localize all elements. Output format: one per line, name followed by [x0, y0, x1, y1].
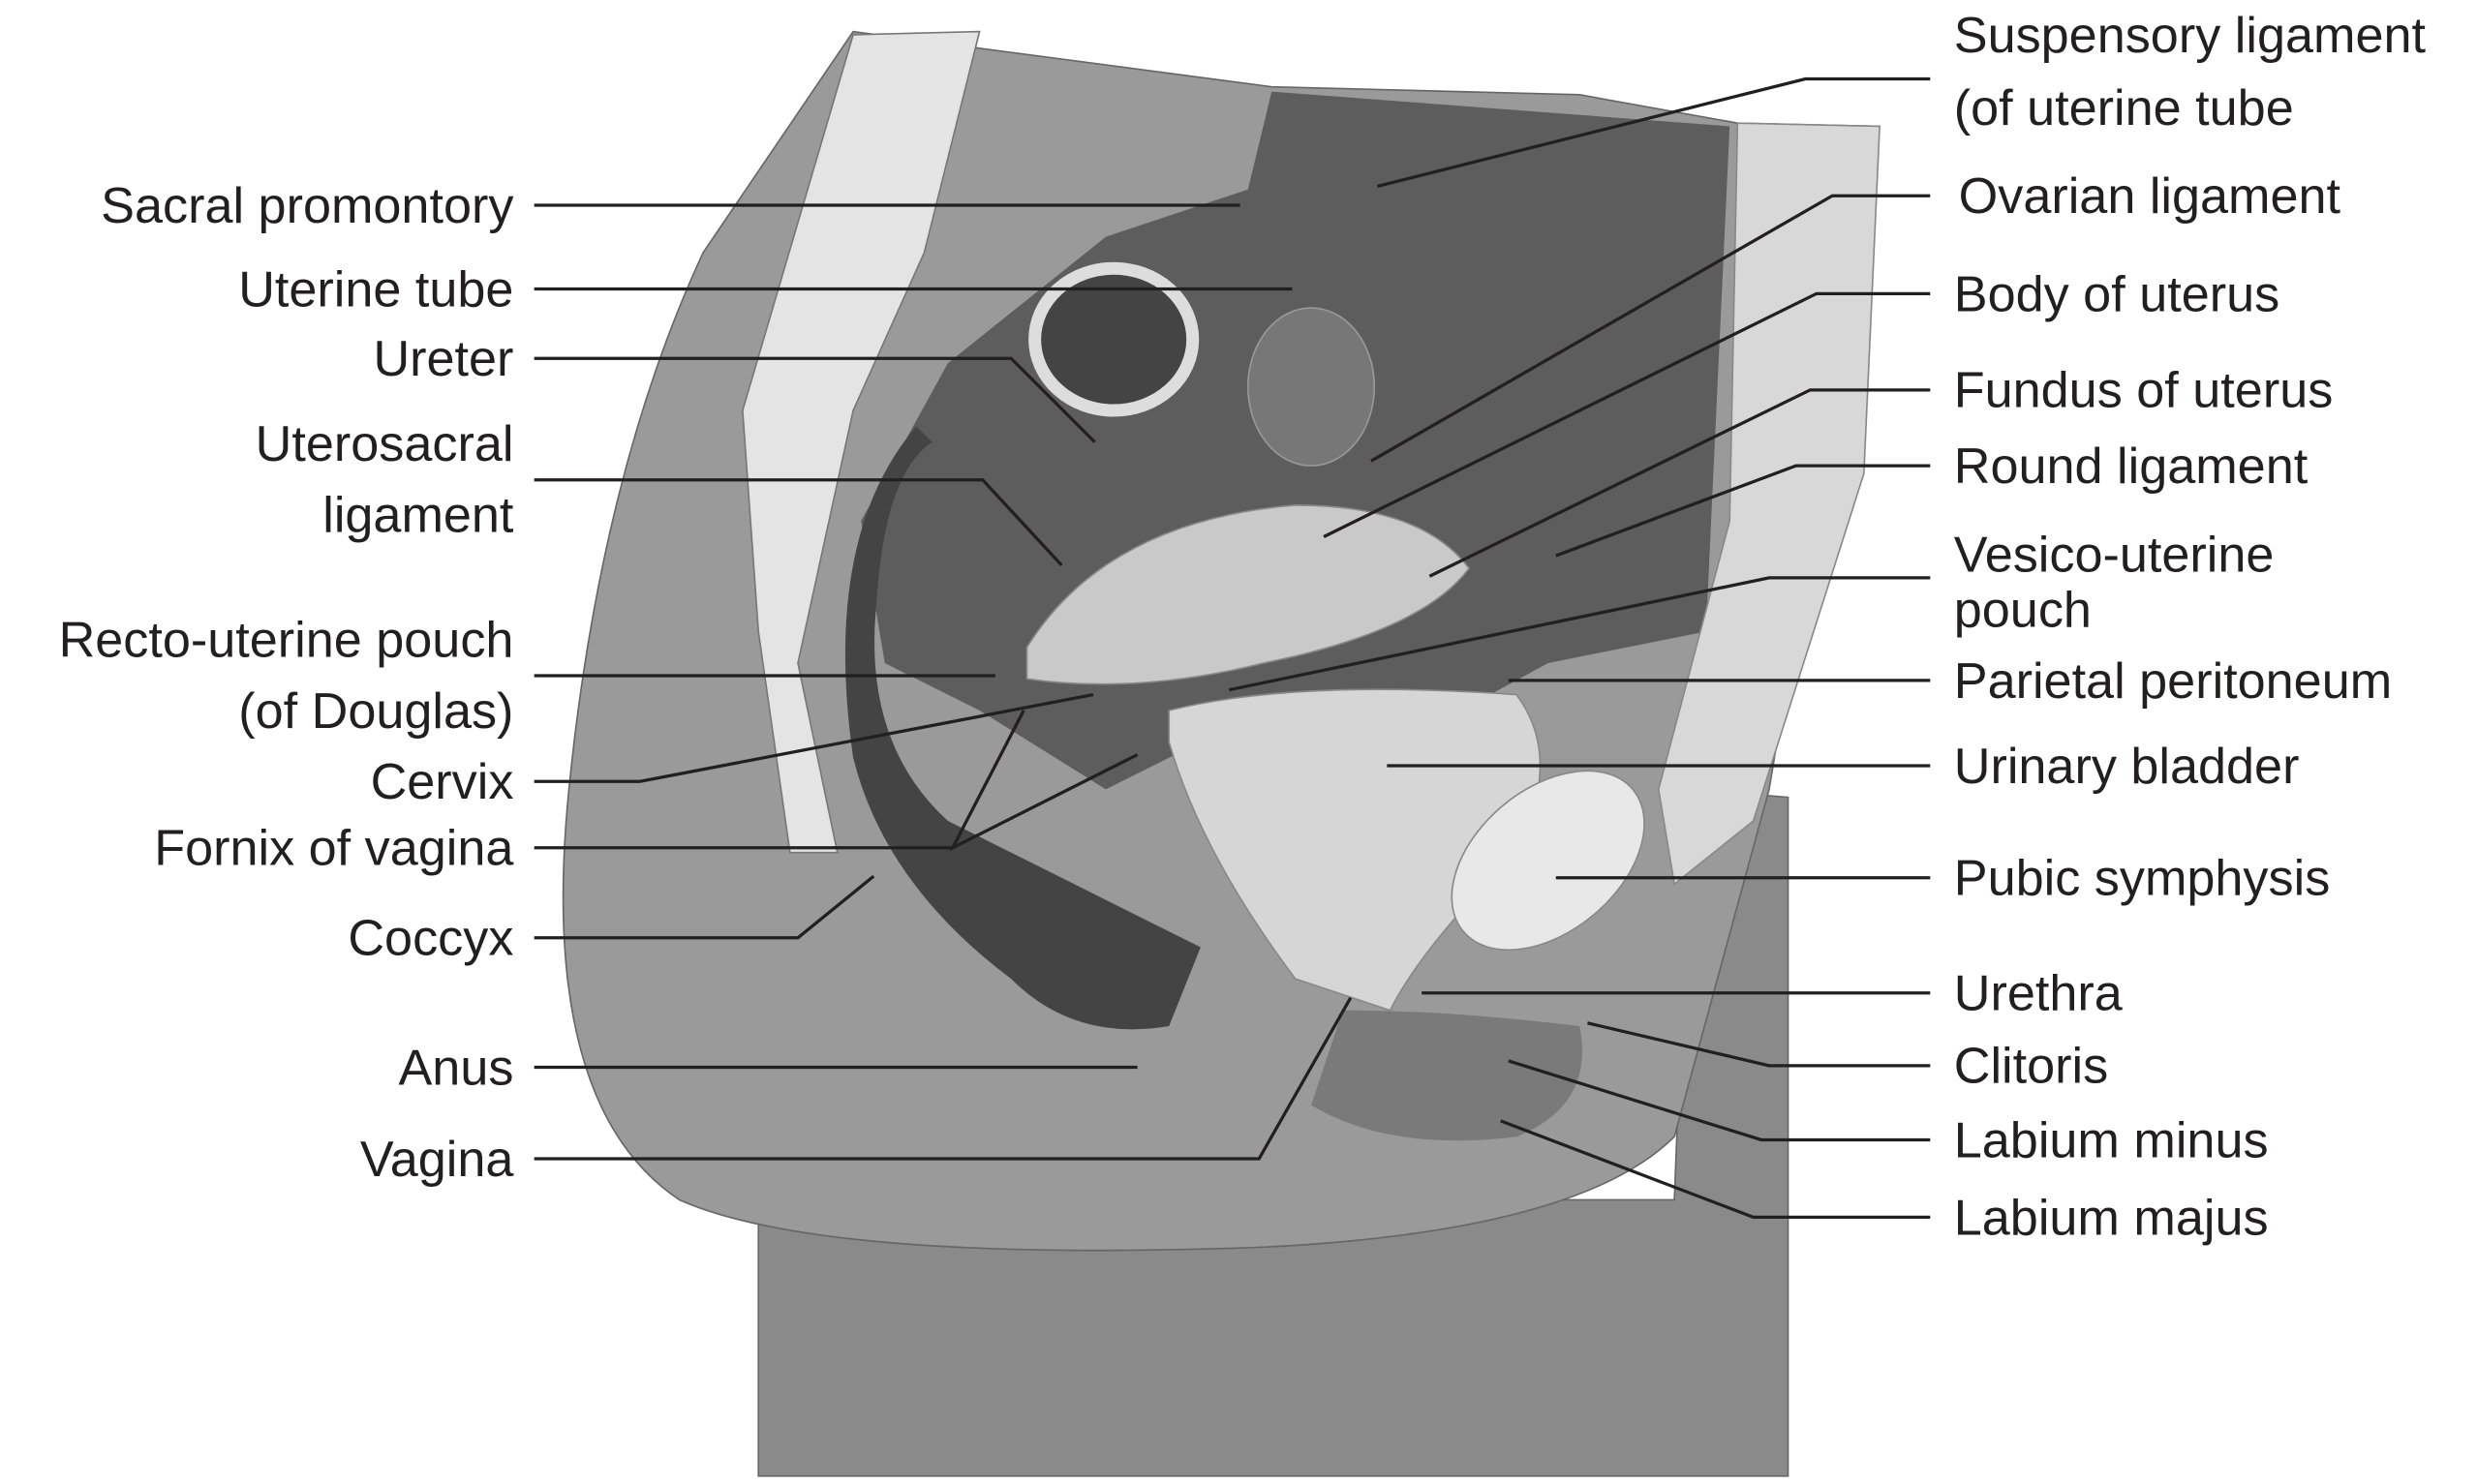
label-ovarian-ligament: Ovarian ligament — [1959, 168, 2341, 225]
bowel-loop — [1028, 261, 1200, 417]
label-suspensory-ligament-line2: (of uterine tube — [1954, 80, 2294, 136]
label-pubic-symphysis: Pubic symphysis — [1954, 851, 2331, 907]
label-labium-majus: Labium majus — [1954, 1190, 2269, 1246]
label-uterosacral-ligament-line2: ligament — [322, 488, 514, 544]
thigh-block — [757, 788, 1789, 1477]
labia — [1311, 1010, 1582, 1141]
label-fornix-of-vagina: Fornix of vagina — [154, 821, 514, 877]
pubic-bone — [1451, 770, 1645, 952]
label-uterosacral-ligament: Uterosacral — [256, 416, 514, 472]
label-vesico-uterine-pouch-line2: pouch — [1954, 582, 2092, 638]
pelvis-illustration — [562, 30, 1881, 1477]
label-round-ligament: Round ligament — [1954, 439, 2309, 495]
label-recto-uterine-pouch: Recto-uterine pouch — [59, 612, 514, 668]
label-body-of-uterus: Body of uterus — [1954, 266, 2279, 322]
label-recto-uterine-pouch-line2: (of Douglas) — [238, 683, 513, 740]
label-clitoris: Clitoris — [1954, 1039, 2108, 1095]
label-suspensory-ligament: Suspensory ligament — [1954, 8, 2427, 64]
label-urinary-bladder: Urinary bladder — [1954, 739, 2300, 795]
sacrum — [742, 30, 981, 854]
label-coccyx: Coccyx — [348, 911, 513, 967]
leader-lines — [534, 76, 1931, 1220]
ovary — [1246, 307, 1376, 467]
label-ureter: Ureter — [373, 331, 513, 387]
label-labium-minus: Labium minus — [1954, 1112, 2269, 1168]
label-vagina: Vagina — [360, 1132, 515, 1188]
rectum — [844, 426, 1201, 1030]
label-vesico-uterine-pouch: Vesico-uterine — [1954, 527, 2275, 583]
label-fundus-of-uterus: Fundus of uterus — [1954, 363, 2334, 419]
label-sacral-promontory: Sacral promontory — [101, 178, 513, 234]
uterus — [1025, 504, 1471, 685]
label-parietal-peritoneum: Parietal peritoneum — [1954, 653, 2392, 710]
label-anus: Anus — [399, 1040, 514, 1096]
label-urethra: Urethra — [1954, 966, 2124, 1022]
abdominal-wall — [1657, 122, 1881, 886]
label-uterine-tube: Uterine tube — [238, 261, 513, 318]
label-cervix: Cervix — [371, 754, 514, 810]
